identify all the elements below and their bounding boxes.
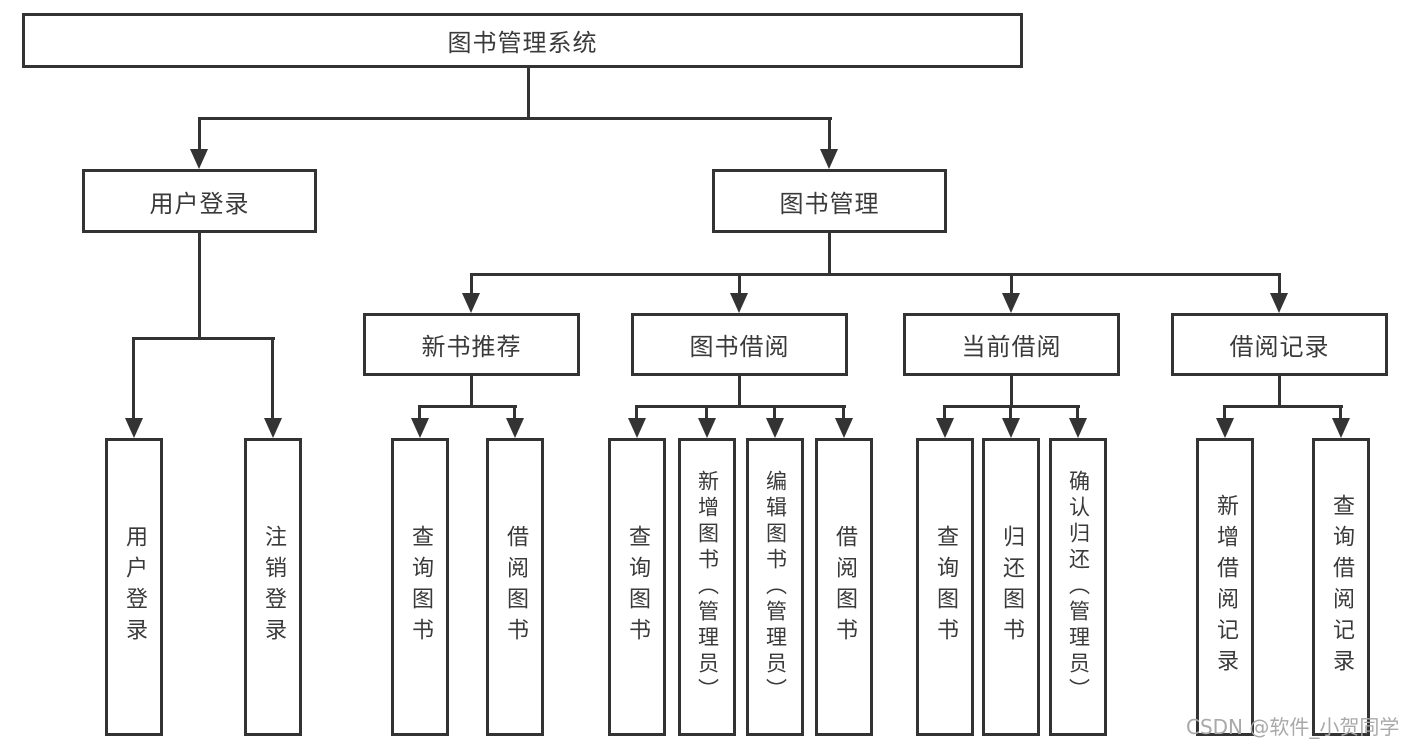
arrow-down-icon xyxy=(730,293,748,313)
connector-line xyxy=(1010,273,1013,295)
connector-line xyxy=(944,405,1080,408)
leaf-label: 新增图书（管理员） xyxy=(695,470,720,704)
connector-line xyxy=(828,233,831,276)
node-current-borrowing: 当前借阅 xyxy=(903,313,1120,376)
connector-line xyxy=(470,376,473,407)
connector-line xyxy=(773,405,776,421)
connector-line xyxy=(132,337,135,421)
leaf-label: 借阅图书 xyxy=(503,525,528,649)
node-user-login: 用户登录 xyxy=(82,169,317,233)
leaf-add-books-admin: 新增图书（管理员） xyxy=(678,438,736,736)
connector-line xyxy=(1076,405,1079,421)
connector-line xyxy=(1009,405,1012,421)
arrow-down-icon xyxy=(125,418,143,438)
arrow-down-icon xyxy=(628,418,646,438)
connector-line xyxy=(419,405,517,408)
connector-line xyxy=(1224,405,1343,408)
leaf-label: 确认归还（管理员） xyxy=(1066,470,1091,704)
leaf-label: 查询图书 xyxy=(933,525,958,649)
node-new-book-recommendation: 新书推荐 xyxy=(363,313,580,376)
leaf-logout-login: 注销登录 xyxy=(244,438,302,736)
leaf-label: 查询图书 xyxy=(625,525,650,649)
connector-line xyxy=(1278,273,1281,295)
arrow-down-icon xyxy=(411,418,429,438)
leaf-label: 新增借阅记录 xyxy=(1213,494,1238,680)
arrow-down-icon xyxy=(1002,418,1020,438)
leaf-query-borrow-record: 查询借阅记录 xyxy=(1312,438,1370,736)
connector-line xyxy=(527,68,530,119)
connector-line xyxy=(705,405,708,421)
node-label: 图书借阅 xyxy=(689,333,790,361)
node-label: 图书管理 xyxy=(779,189,880,218)
connector-line xyxy=(198,117,201,152)
arrow-down-icon xyxy=(506,418,524,438)
connector-line xyxy=(1223,405,1226,421)
node-label: 用户登录 xyxy=(149,189,250,218)
leaf-label: 借阅图书 xyxy=(832,525,857,649)
connector-line xyxy=(1339,405,1342,421)
connector-line xyxy=(943,405,946,421)
leaf-confirm-return-admin: 确认归还（管理员） xyxy=(1049,438,1107,736)
leaf-label: 查询借阅记录 xyxy=(1329,494,1354,680)
csdn-watermark: CSDN @软件_小贺同学 xyxy=(1186,715,1400,739)
arrow-down-icon xyxy=(264,418,282,438)
leaf-borrow-books: 借阅图书 xyxy=(815,438,873,736)
node-label: 借阅记录 xyxy=(1229,333,1330,361)
leaf-query-books-recommend: 查询图书 xyxy=(391,438,449,736)
node-borrowing-records: 借阅记录 xyxy=(1171,313,1388,376)
connector-line xyxy=(513,405,516,421)
leaf-query-books-current: 查询图书 xyxy=(916,438,974,736)
arrow-down-icon xyxy=(1216,418,1234,438)
node-book-management: 图书管理 xyxy=(712,169,947,233)
leaf-query-books-borrow: 查询图书 xyxy=(608,438,666,736)
connector-line xyxy=(470,273,473,295)
leaf-label: 用户登录 xyxy=(122,525,147,649)
leaf-add-borrow-record: 新增借阅记录 xyxy=(1196,438,1254,736)
node-book-borrowing: 图书借阅 xyxy=(631,313,848,376)
connector-line xyxy=(1278,376,1281,407)
connector-line xyxy=(1010,376,1013,407)
arrow-down-icon xyxy=(698,418,716,438)
arrow-down-icon xyxy=(766,418,784,438)
arrow-down-icon xyxy=(1332,418,1350,438)
connector-line xyxy=(636,405,846,408)
connector-line xyxy=(418,405,421,421)
connector-line xyxy=(842,405,845,421)
leaf-label: 注销登录 xyxy=(261,525,286,649)
connector-line xyxy=(198,117,832,120)
node-label: 图书管理系统 xyxy=(447,29,598,57)
arrow-down-icon xyxy=(936,418,954,438)
arrow-down-icon xyxy=(462,293,480,313)
arrow-down-icon xyxy=(1270,293,1288,313)
connector-line xyxy=(635,405,638,421)
node-library-management-system: 图书管理系统 xyxy=(22,13,1023,68)
arrow-down-icon xyxy=(1002,293,1020,313)
connector-line xyxy=(133,337,275,340)
connector-line xyxy=(470,273,1281,276)
arrow-down-icon xyxy=(190,149,208,169)
connector-line xyxy=(738,376,741,407)
connector-line xyxy=(271,337,274,421)
arrow-down-icon xyxy=(835,418,853,438)
leaf-label: 归还图书 xyxy=(999,525,1024,649)
leaf-label: 查询图书 xyxy=(408,525,433,649)
connector-line xyxy=(738,273,741,295)
connector-line xyxy=(828,117,831,152)
leaf-borrow-books-recommend: 借阅图书 xyxy=(486,438,544,736)
leaf-user-login: 用户登录 xyxy=(105,438,163,736)
arrow-down-icon xyxy=(820,149,838,169)
leaf-return-books: 归还图书 xyxy=(982,438,1040,736)
leaf-label: 编辑图书（管理员） xyxy=(763,470,788,704)
arrow-down-icon xyxy=(1069,418,1087,438)
connector-line xyxy=(198,233,201,339)
leaf-edit-books-admin: 编辑图书（管理员） xyxy=(746,438,804,736)
node-label: 新书推荐 xyxy=(421,333,522,361)
node-label: 当前借阅 xyxy=(961,333,1062,361)
